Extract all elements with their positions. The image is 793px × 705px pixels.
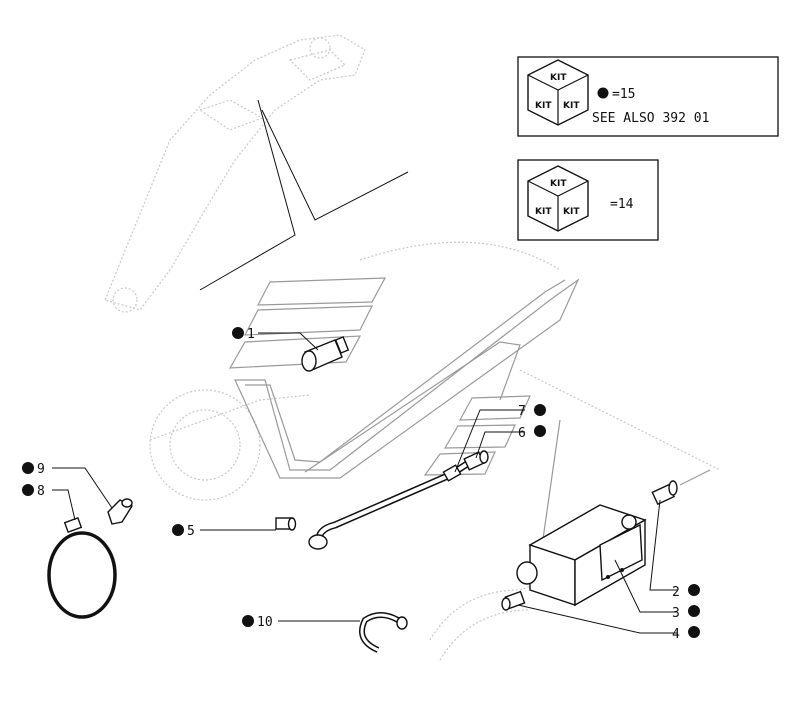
callout-3: 3 bbox=[672, 605, 700, 621]
kit-label-top: KIT bbox=[550, 179, 567, 189]
callout-7: 7 bbox=[518, 404, 546, 419]
background-machine-outline bbox=[104, 34, 721, 661]
leader-1 bbox=[258, 332, 319, 351]
callout-4: 4 bbox=[672, 626, 700, 642]
hydraulic-hose bbox=[308, 459, 472, 550]
callout-9: 9 bbox=[22, 462, 45, 477]
callout-1: 1 bbox=[232, 327, 255, 342]
callout-3-number: 3 bbox=[672, 606, 680, 621]
kit-quantity: =14 bbox=[610, 197, 634, 212]
kit-label-right: KIT bbox=[563, 101, 580, 111]
part-8-clamp bbox=[47, 517, 117, 619]
kit-quantity: =15 bbox=[612, 87, 635, 102]
part-10-pipe bbox=[359, 612, 408, 653]
arm-leader-lines bbox=[199, 99, 409, 291]
kit-dot bbox=[597, 87, 609, 99]
valve-block bbox=[516, 504, 647, 607]
leader-6 bbox=[475, 431, 525, 459]
kit-label-left: KIT bbox=[535, 207, 552, 217]
leader-8 bbox=[52, 489, 76, 521]
kit-cube-icon: KIT KIT KIT bbox=[527, 165, 589, 232]
part-4-fitting bbox=[501, 590, 526, 611]
leader-3 bbox=[614, 559, 677, 613]
part-1-fitting bbox=[301, 336, 350, 372]
part-6-fitting bbox=[463, 450, 489, 471]
leader-7 bbox=[454, 409, 525, 473]
callout-5-number: 5 bbox=[187, 524, 195, 539]
callout-2: 2 bbox=[672, 584, 700, 600]
kit-cube-icon: KIT KIT KIT bbox=[527, 59, 589, 126]
callout-8: 8 bbox=[22, 484, 45, 499]
part-5-fitting bbox=[275, 517, 297, 531]
leader-2 bbox=[649, 499, 677, 591]
kit-box-15: KIT KIT KIT =15 SEE ALSO 392 01 bbox=[517, 56, 779, 137]
bracket-panel-outlines bbox=[228, 277, 580, 561]
callout-1-number: 1 bbox=[247, 327, 255, 342]
part-2-fitting bbox=[651, 469, 711, 506]
callout-10: 10 bbox=[242, 615, 273, 630]
callout-7-number: 7 bbox=[518, 404, 526, 419]
part-9-clip bbox=[107, 498, 134, 525]
callout-2-number: 2 bbox=[672, 585, 680, 600]
callout-10-number: 10 bbox=[257, 615, 273, 630]
kit-box-14: KIT KIT KIT =14 bbox=[517, 159, 659, 241]
callout-6-number: 6 bbox=[518, 426, 526, 441]
kit-see-also: SEE ALSO 392 01 bbox=[592, 111, 709, 126]
leader-9 bbox=[52, 467, 113, 509]
callout-5: 5 bbox=[172, 524, 195, 539]
kit-label-top: KIT bbox=[550, 73, 567, 83]
callout-8-number: 8 bbox=[37, 484, 45, 499]
callout-9-number: 9 bbox=[37, 462, 45, 477]
kit-label-left: KIT bbox=[535, 101, 552, 111]
kit-label-right: KIT bbox=[563, 207, 580, 217]
leader-4 bbox=[517, 604, 677, 634]
callout-6: 6 bbox=[518, 425, 546, 441]
callout-4-number: 4 bbox=[672, 627, 680, 642]
